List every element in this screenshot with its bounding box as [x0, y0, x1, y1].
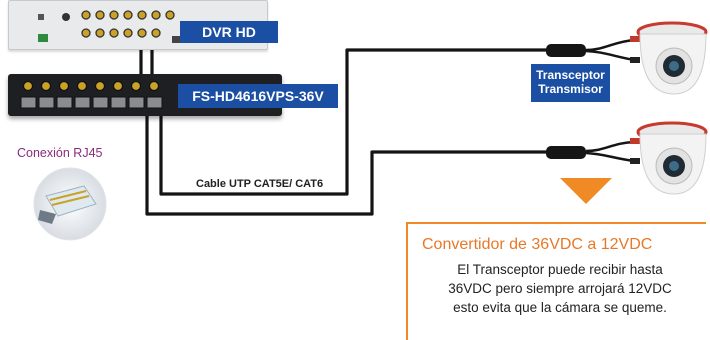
transceiver-2 — [546, 138, 640, 164]
transceiver-1 — [546, 36, 640, 63]
rj45-label: Conexión RJ45 — [17, 146, 103, 160]
cable-type-label: Cable UTP CAT5E/ CAT6 — [196, 178, 324, 190]
converter-line-2: 36VDC pero siempre arrojará 12VDC — [448, 281, 672, 296]
converter-title: Convertidor de 36VDC a 12VDC — [422, 236, 653, 253]
dome-camera-2-icon — [636, 121, 708, 195]
converter-info-box: Convertidor de 36VDC a 12VDC El Transcep… — [406, 222, 706, 340]
dvr-ports-icon — [38, 10, 180, 43]
converter-description: El Transceptor puede recibir hasta 36VDC… — [414, 260, 706, 317]
rj45-connector-icon — [33, 167, 107, 241]
transceiver-label: Transceptor Transmisor — [531, 64, 610, 102]
transceiver-label-line-2: Transmisor — [538, 82, 603, 96]
dvr-label: DVR HD — [180, 21, 278, 43]
orange-arrow-icon — [560, 178, 612, 204]
switch-model-label: FS-HD4616VPS-36V — [178, 84, 338, 108]
switch-ports-icon — [20, 80, 163, 109]
converter-line-1: El Transceptor puede recibir hasta — [457, 262, 663, 277]
camera-1-cable — [159, 48, 548, 196]
dome-camera-1-icon — [636, 21, 708, 95]
transceiver-label-line-1: Transceptor — [536, 68, 605, 83]
converter-line-3: esto evita que la cámara se queme. — [453, 300, 667, 315]
camera-2-cable — [145, 98, 548, 216]
